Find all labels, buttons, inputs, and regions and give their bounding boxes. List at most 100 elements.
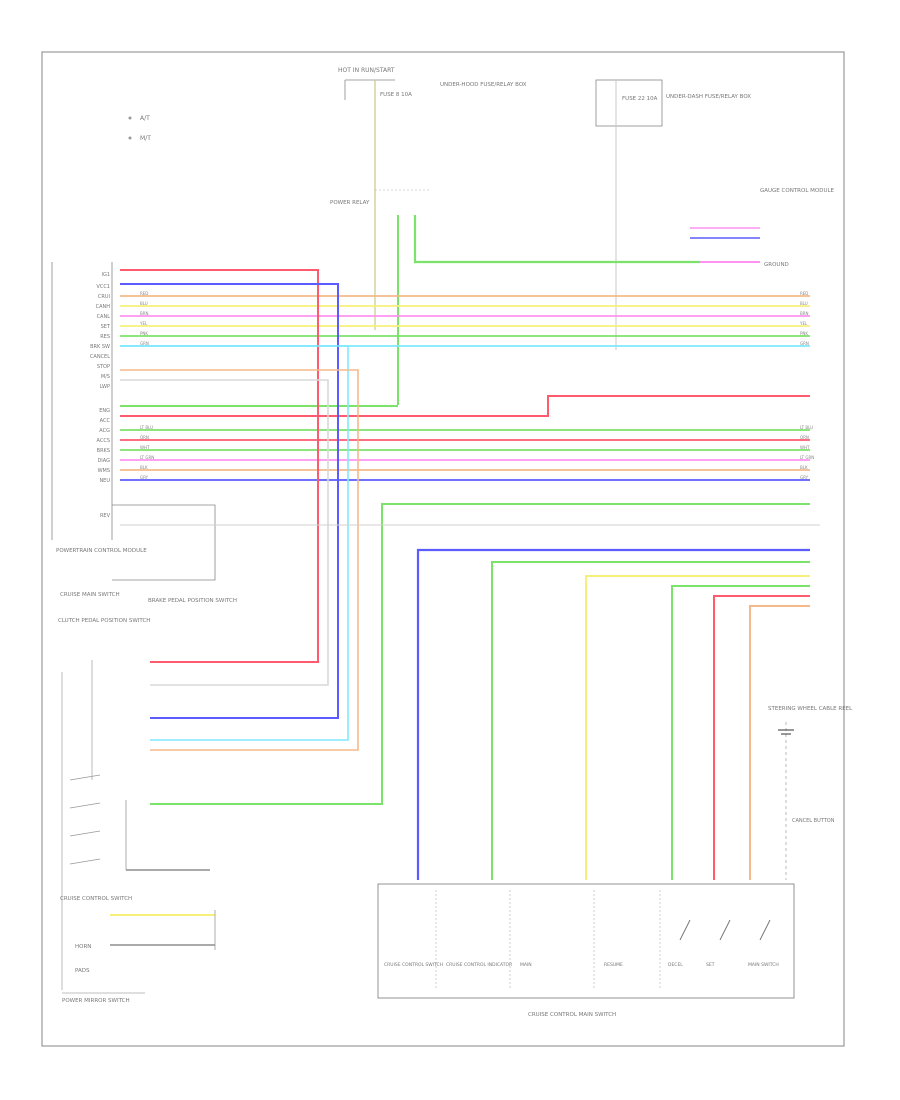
green-drop-c <box>671 585 810 880</box>
cruise-main-label: CRUISE MAIN SWITCH <box>60 592 120 598</box>
switch-contact-icon <box>679 919 691 941</box>
red-vertical <box>120 269 319 663</box>
wire-color-label-right: ORN <box>800 435 809 440</box>
switch-contact-icon <box>759 919 771 941</box>
ecu-pin-label: CANH <box>96 304 111 310</box>
wire-color-label: BLU <box>140 301 148 306</box>
wire-color-label: GRN <box>140 341 149 346</box>
blue-drop <box>416 548 810 880</box>
wire-color-label-right: GRN <box>800 341 809 346</box>
ecu-pin-label: WMS <box>98 468 110 474</box>
wire-color-label-right: LT BLU <box>800 425 813 430</box>
legend-mt-dot <box>128 136 132 140</box>
ecu-pin-label: ACG <box>99 428 110 434</box>
ecu-pin-label: CANCEL <box>90 354 110 360</box>
wire-color-label: GRY <box>140 475 149 480</box>
legend-at: A/T <box>140 115 150 122</box>
ecu-box: POWERTRAIN CONTROL MODULE <box>51 262 216 581</box>
ecu-pin-label: NEU <box>99 478 110 484</box>
orange-drop <box>749 605 810 880</box>
bottom-box-cell-label: CRUISE CONTROL SWITCH <box>384 962 443 968</box>
combination-label: CRUISE CONTROL SWITCH <box>60 896 132 902</box>
top-fuse-group: HOT IN RUN/START FUSE 8 10A UNDER-HOOD F… <box>330 67 527 330</box>
fuse-label: FUSE 8 10A <box>380 92 412 98</box>
green-top-bus <box>413 215 700 264</box>
wire-color-label: WHT <box>140 445 150 450</box>
bottom-box-cell-label: RESUME <box>604 962 623 968</box>
steering-label: STEERING WHEEL CABLE REEL <box>768 706 853 712</box>
wire-color-label-right: BLK <box>800 465 808 470</box>
wire-color-label-right: RED <box>800 291 808 296</box>
wire-color-label: ORN <box>140 435 149 440</box>
ecu-pin-label: M/S <box>101 374 110 380</box>
wire-color-label-right: GRY <box>800 475 809 480</box>
ecu-pin-label: ACCS <box>97 438 111 444</box>
ecu-pin-label: BRKS <box>97 448 110 454</box>
ecu-pin-label: DIAG <box>97 458 110 464</box>
blue-vertical <box>120 283 339 719</box>
bottom-box-cell-label: MAIN <box>520 962 532 968</box>
orange-vertical <box>120 369 359 751</box>
legend-at-dot <box>128 116 132 120</box>
ecu-pin-label: ACC <box>100 418 111 424</box>
wire-color-label-right: PNK <box>800 331 808 336</box>
wire-color-label-right: BLU <box>800 301 808 306</box>
red-drop <box>713 595 810 880</box>
ecu-pin-label: SET <box>101 324 111 330</box>
wire-color-label: LT BLU <box>140 425 153 430</box>
fuse-box-label: UNDER-HOOD FUSE/RELAY BOX <box>440 82 527 88</box>
right-fuse-label: FUSE 22 10A <box>622 96 658 102</box>
wire-color-label: YEL <box>139 321 148 326</box>
ecu-pin-label: BRK SW <box>90 344 110 350</box>
power-mirror-title: POWER MIRROR SWITCH <box>62 998 130 1004</box>
ecu-pin-label: RES <box>100 334 110 340</box>
relay-label: POWER RELAY <box>330 200 370 206</box>
left-switch-panel: CRUISE MAIN SWITCH BRAKE PEDAL POSITION … <box>58 592 237 1004</box>
bottom-box-cell-label: MAIN SWITCH <box>748 962 779 968</box>
cyan-vertical <box>120 345 349 741</box>
ecu-pin-label: CRUI <box>98 294 110 300</box>
wire-color-label-right: YEL <box>799 321 808 326</box>
bottom-box-cell-label: SET <box>706 962 715 968</box>
wire-color-label-right: WHT <box>800 445 810 450</box>
green-vertical-2 <box>150 503 810 805</box>
ecu-pin-label: STOP <box>97 364 110 370</box>
ecu-pin-label: LWP <box>100 384 110 390</box>
gray-vertical <box>120 379 329 686</box>
cancel-button-label: CANCEL BUTTON <box>792 818 835 824</box>
yellow-drop <box>585 575 810 880</box>
horn-label: HORN <box>75 944 91 950</box>
ecu-wires: RED RED BLU BLU BRN BRN YEL YEL PNK PNK GRN GRN LT B… <box>120 291 814 481</box>
ecu-pin-label: ENG <box>99 408 110 414</box>
legend-mt: M/T <box>140 135 151 142</box>
bottom-switch-box: CRUISE CONTROL MAIN SWITCH <box>377 883 795 1018</box>
right-box-label: UNDER-DASH FUSE/RELAY BOX <box>666 94 751 100</box>
wire-color-label: BLK <box>140 465 148 470</box>
ecu-pin-label: REV <box>100 513 111 519</box>
ecu-pin-label: CANL <box>97 314 111 320</box>
brake-switch-label: BRAKE PEDAL POSITION SWITCH <box>148 598 237 604</box>
ecu-wire-red-step <box>120 395 810 417</box>
switch-contact-icon <box>719 919 731 941</box>
steering-reel: STEERING WHEEL CABLE REEL CANCEL BUTTON <box>768 706 853 824</box>
gauge-label: GAUGE CONTROL MODULE <box>760 188 835 194</box>
wire-color-label: PNK <box>140 331 148 336</box>
diagram-frame <box>41 51 845 1047</box>
hot-fuse-label: HOT IN RUN/START <box>338 67 395 74</box>
wire-color-label-right: LT GRN <box>800 455 814 460</box>
ground-label: GROUND <box>764 262 789 268</box>
wire-color-label-right: BRN <box>800 311 809 316</box>
bottom-box-title: CRUISE CONTROL MAIN SWITCH <box>528 1012 616 1018</box>
clutch-label: CLUTCH PEDAL POSITION SWITCH <box>58 618 150 624</box>
ecu-pin-label: IG1 <box>101 272 110 278</box>
wire-color-label: LT GRN <box>140 455 154 460</box>
pads-label: PADS <box>75 968 90 974</box>
ecu-pin-label: VCC1 <box>96 284 110 290</box>
green-drop-b <box>491 561 810 880</box>
wire-color-label: RED <box>140 291 148 296</box>
ecu-title: POWERTRAIN CONTROL MODULE <box>56 548 147 554</box>
wire-color-label: BRN <box>140 311 149 316</box>
